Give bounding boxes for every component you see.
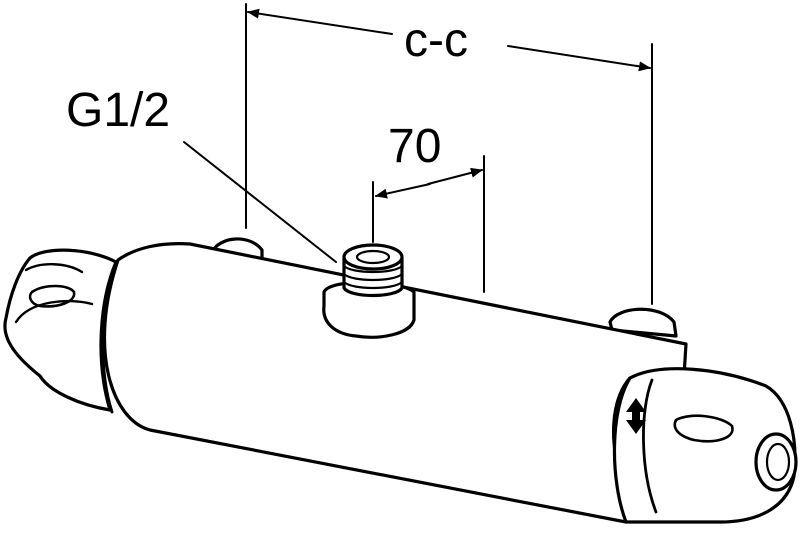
cc-dimension-line-right <box>507 45 651 72</box>
left-handle <box>3 248 118 412</box>
thread-leader-line <box>183 141 337 263</box>
outlet-bore <box>355 249 391 265</box>
outlet-dimension-line-b <box>427 167 483 185</box>
right-handle-collar <box>642 378 658 514</box>
thread-ridges <box>342 264 404 290</box>
rotation-arrow-icon <box>626 398 646 434</box>
left-handle-recess <box>14 299 94 324</box>
cc-dimension-line-left <box>247 8 393 35</box>
right-handle-cap-inner <box>765 442 791 482</box>
thread-size-label: G1/2 <box>66 84 170 137</box>
right-eccentric-connector <box>608 307 678 338</box>
outlet-opening <box>342 243 404 271</box>
outlet-dimension-label: 70 <box>388 120 441 173</box>
left-handle-slot <box>28 284 76 308</box>
left-handle-grip-line <box>24 263 84 274</box>
outlet-dimension-line-a <box>375 183 431 199</box>
cc-dimension-label: c-c <box>404 14 468 67</box>
right-handle-slot <box>673 414 734 443</box>
